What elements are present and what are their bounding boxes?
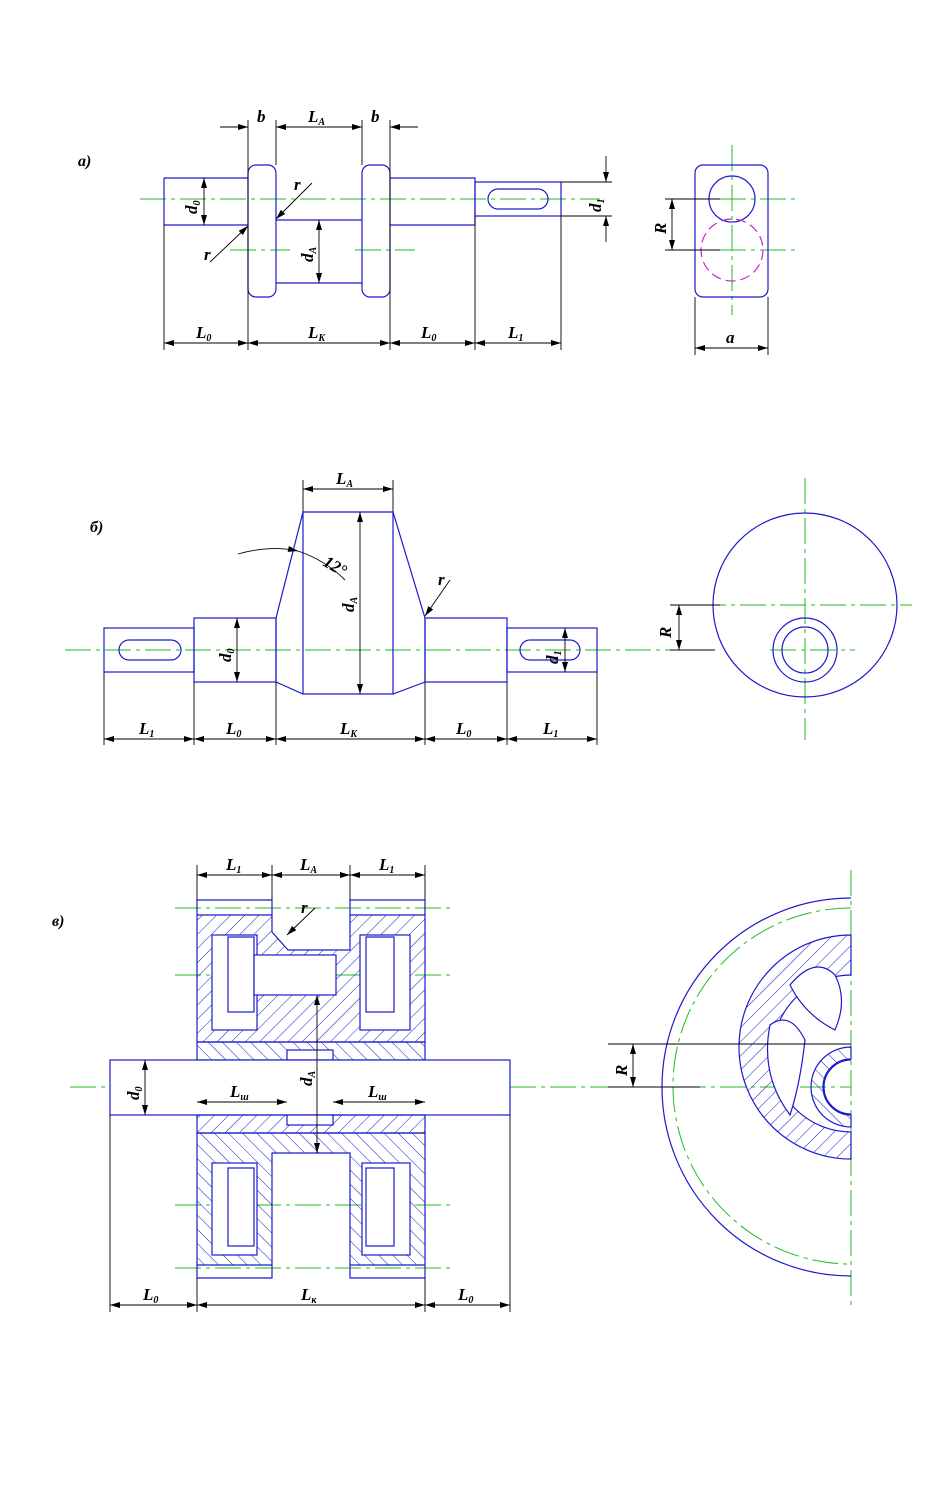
- label-l0-right: L0: [457, 1285, 473, 1306]
- figure-b: б) LA 12° r d0 dA d1 L1 L0 LK L0: [65, 469, 912, 745]
- extension-lines: [103, 480, 598, 745]
- label-R: R: [651, 223, 670, 235]
- figure-a-tag: а): [78, 153, 91, 170]
- leader-r: [424, 579, 451, 617]
- figure-a: а) b LA b d0 dA d1 r: [78, 107, 800, 355]
- journal-inner-circle: [781, 626, 829, 674]
- label-da: dA: [339, 597, 360, 613]
- label-la: LA: [335, 469, 353, 490]
- keyway: [487, 188, 549, 210]
- label-angle: 12°: [320, 552, 350, 580]
- left-keyway: [118, 639, 182, 661]
- leader-r: [286, 907, 316, 936]
- extension-lines: [670, 604, 720, 651]
- label-la: LA: [299, 855, 317, 876]
- bearing-roller: [365, 936, 395, 1013]
- upper-gap: [286, 1049, 334, 1061]
- label-l1-left: L1: [138, 719, 154, 740]
- label-r-top: r: [294, 175, 301, 194]
- housing-bottom: [196, 1265, 426, 1279]
- label-b-left: b: [257, 107, 266, 126]
- label-d0: d0: [182, 201, 203, 215]
- label-da: dA: [297, 1071, 318, 1087]
- label-r: r: [438, 570, 445, 589]
- eccentric-edges: [302, 512, 394, 694]
- extension-lines: [109, 865, 511, 1312]
- label-d0: d0: [216, 649, 237, 663]
- leader-r-bottom: [209, 225, 249, 263]
- leader-r-top: [275, 182, 313, 220]
- housing-top: [196, 899, 426, 915]
- extension-lines: [608, 1043, 851, 1088]
- label-l1: L1: [507, 323, 523, 344]
- bearing-roller: [365, 1167, 395, 1247]
- figure-c-tag: в): [52, 913, 64, 930]
- label-lk: LK: [307, 323, 326, 344]
- label-l0-left: L0: [225, 719, 241, 740]
- label-a: a: [726, 328, 735, 347]
- left-journal: [163, 177, 248, 226]
- inner-ring-section: [810, 1046, 852, 1128]
- right-end: [506, 627, 598, 673]
- label-lm-right: Lш: [367, 1082, 387, 1103]
- label-l1-right: L1: [542, 719, 558, 740]
- label-l1-right: L1: [378, 855, 394, 876]
- label-da: dA: [298, 247, 319, 263]
- label-d1: d1: [543, 651, 564, 665]
- dim-angle-arc: [237, 545, 299, 555]
- label-l0-right: L0: [455, 719, 471, 740]
- bearing-roller: [227, 1167, 255, 1247]
- right-web: [361, 164, 391, 298]
- cam-cutout: [789, 966, 843, 1031]
- right-journal: [390, 177, 476, 226]
- pin: [253, 954, 337, 996]
- left-web: [247, 164, 277, 298]
- label-l1-left: L1: [225, 855, 241, 876]
- dim-angle-arc: [297, 550, 346, 581]
- label-l0-right: L0: [420, 323, 436, 344]
- right-keyway: [519, 639, 581, 661]
- label-b-right: b: [371, 107, 380, 126]
- lower-gap: [286, 1114, 334, 1126]
- label-r-bottom: r: [204, 245, 211, 264]
- hub-section: [738, 934, 852, 1160]
- label-R: R: [656, 627, 675, 639]
- bore-arc: [823, 1059, 852, 1115]
- label-lm-left: Lш: [229, 1082, 249, 1103]
- extension-lines: [665, 198, 769, 355]
- label-d0: d0: [124, 1087, 145, 1101]
- shaft-end: [474, 181, 562, 217]
- label-r: r: [301, 898, 308, 917]
- journal-outer-circle: [772, 617, 838, 683]
- label-la: LA: [307, 107, 325, 128]
- label-lk: Lк: [300, 1285, 317, 1306]
- extension-lines: [163, 120, 562, 350]
- side-web: [694, 164, 769, 298]
- bearing-roller: [227, 936, 255, 1013]
- label-lk: LK: [339, 719, 358, 740]
- label-l0-left: L0: [142, 1285, 158, 1306]
- pitch-circle: [672, 907, 852, 1265]
- shaft: [109, 1059, 511, 1116]
- figure-b-tag: б): [90, 519, 103, 536]
- label-d1: d1: [586, 199, 607, 213]
- label-l0-left: L0: [195, 323, 211, 344]
- label-R: R: [612, 1065, 631, 1077]
- figure-c: в) L1 LA L1: [52, 855, 852, 1312]
